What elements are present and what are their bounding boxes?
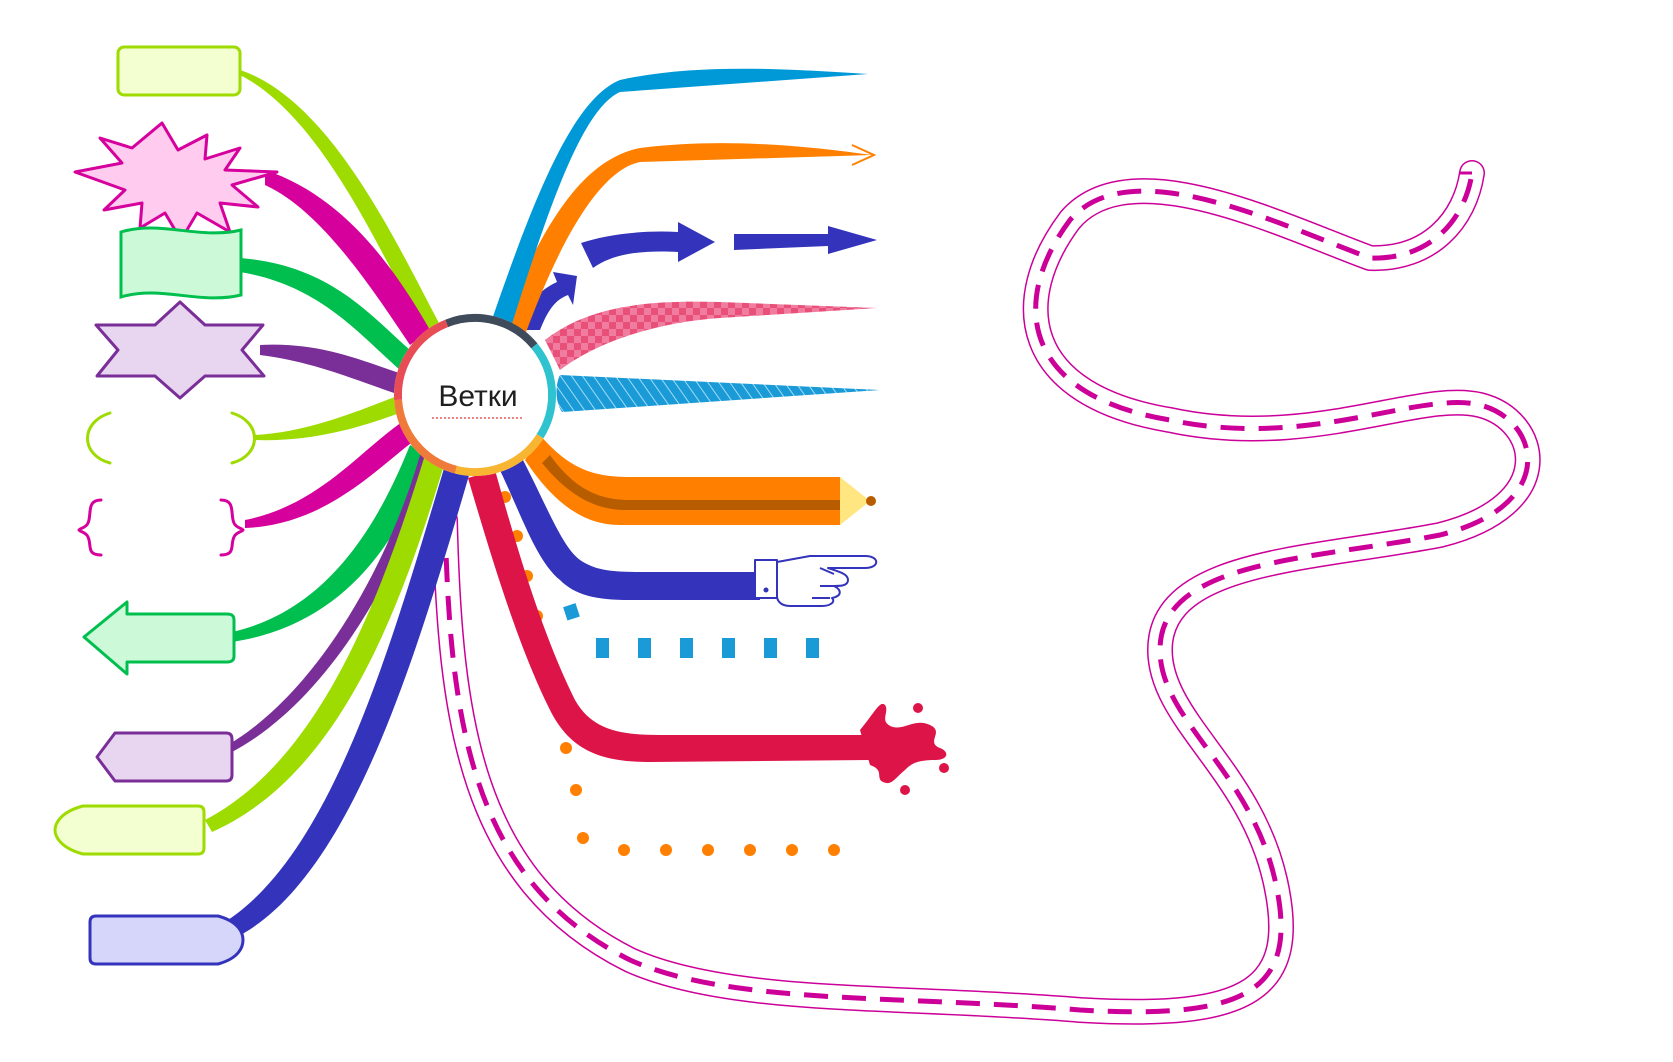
branch-checkered-taper[interactable]	[545, 301, 877, 370]
center-topic-ring-inner	[402, 322, 548, 468]
pencil-tip	[840, 477, 870, 525]
branch-paint-splash[interactable]	[468, 470, 949, 795]
topic-left-pointed-tag[interactable]	[95, 731, 234, 783]
topic-curly-braces[interactable]	[77, 498, 245, 557]
center-ring-segment	[394, 319, 449, 401]
branch-line-4[interactable]	[260, 344, 405, 395]
pencil-lead	[866, 496, 876, 506]
topic-left-rounded-tag[interactable]	[53, 804, 206, 856]
branch-pointing-hand[interactable]	[495, 445, 878, 607]
branch-line-10[interactable]	[220, 465, 470, 938]
topic-wave-flag[interactable]	[119, 226, 243, 300]
paint-splash-blob	[860, 703, 947, 784]
branch-line-2[interactable]	[265, 170, 430, 345]
branch-line-7[interactable]	[232, 445, 430, 642]
arrowhead-icon	[851, 144, 877, 166]
center-ring-segment	[531, 343, 556, 439]
center-ring-segment	[394, 399, 457, 474]
center-ring-segment	[454, 434, 544, 476]
center-topic-label[interactable]: Ветки	[438, 380, 517, 413]
topic-right-rounded-tag[interactable]	[88, 914, 245, 966]
branch-pencil[interactable]	[525, 435, 876, 525]
center-topic-ring	[394, 314, 556, 476]
left-branches	[205, 70, 470, 938]
topic-starburst[interactable]	[73, 121, 279, 242]
branch-line-6[interactable]	[245, 420, 415, 528]
topic-rounded-rectangle[interactable]	[116, 45, 242, 97]
branch-line-5[interactable]	[255, 395, 402, 441]
branch-line-3[interactable]	[240, 258, 410, 370]
branch-hatched-taper[interactable]	[556, 375, 880, 412]
branch-line-with-arrowhead[interactable]	[500, 143, 877, 335]
road-branch[interactable]	[432, 160, 1541, 1025]
left-topics	[53, 45, 279, 966]
hand-icon	[754, 555, 878, 607]
road-center-dashes	[442, 172, 1531, 1015]
branch-line-9[interactable]	[205, 455, 445, 832]
center-ring-segment	[445, 314, 538, 349]
branch-line-1[interactable]	[240, 70, 440, 335]
center-topic[interactable]: Ветки	[394, 314, 556, 476]
branch-line-8[interactable]	[228, 455, 432, 752]
right-branches	[468, 68, 949, 856]
topic-left-arrow[interactable]	[82, 600, 236, 676]
topic-round-brackets[interactable]	[86, 411, 256, 465]
topic-six-point-star[interactable]	[94, 300, 266, 400]
branch-block-arrows[interactable]	[520, 222, 877, 330]
